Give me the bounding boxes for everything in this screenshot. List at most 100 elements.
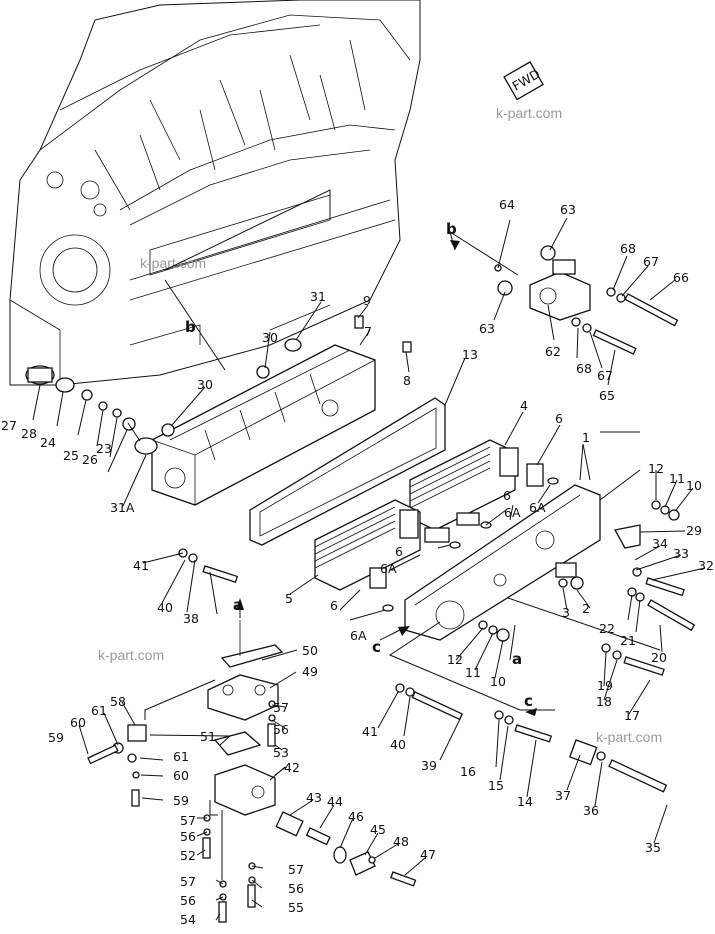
part-label: 51 xyxy=(200,729,216,744)
oil-cooler-element xyxy=(314,499,421,591)
thermostat-housing xyxy=(529,259,591,321)
part-label: 56 xyxy=(288,881,304,896)
part-label: 11 xyxy=(669,471,685,486)
part-label: 61 xyxy=(91,703,107,718)
part-label: 59 xyxy=(173,793,189,808)
part-label: 8 xyxy=(403,373,411,388)
part-label: 65 xyxy=(599,388,615,403)
callout-letter-b: b xyxy=(185,318,196,336)
callout-letter-b: b xyxy=(446,220,457,238)
part-label: 32 xyxy=(698,558,714,573)
part-label: 30 xyxy=(262,330,278,345)
bracket-plate xyxy=(220,620,284,668)
part-label: 64 xyxy=(499,197,515,212)
o-ring xyxy=(55,377,75,393)
watermark: k-part.com xyxy=(596,729,662,745)
part-label: 31A xyxy=(110,500,135,515)
part-label: 3 xyxy=(562,605,570,620)
callout-letter-c: c xyxy=(372,638,381,656)
part-label: 6 xyxy=(555,411,563,426)
part-label: 59 xyxy=(48,730,64,745)
part-label: 6 xyxy=(503,488,511,503)
part-label: 24 xyxy=(40,435,56,450)
part-label: 7 xyxy=(364,324,372,339)
part-label: 62 xyxy=(545,344,561,359)
part-label: 43 xyxy=(306,790,322,805)
part-label: 48 xyxy=(393,834,409,849)
part-label: 20 xyxy=(651,650,667,665)
part-label: 6 xyxy=(330,598,338,613)
bolt xyxy=(592,329,637,355)
part-label: 26 xyxy=(82,452,98,467)
arrow-marker xyxy=(236,598,244,610)
bolt xyxy=(514,724,553,743)
part-label: 33 xyxy=(673,546,689,561)
part-label: 66 xyxy=(673,270,689,285)
plug xyxy=(25,365,55,385)
reference-lines xyxy=(144,189,661,880)
part-label: 25 xyxy=(63,448,79,463)
bolt xyxy=(645,577,685,597)
part-label: 30 xyxy=(197,377,213,392)
part-label: 67 xyxy=(643,254,659,269)
part-label: 46 xyxy=(348,809,364,824)
part-label: 10 xyxy=(686,478,702,493)
part-label: 2 xyxy=(582,601,590,616)
bolt xyxy=(411,691,463,721)
part-label: 15 xyxy=(488,778,504,793)
part-label: 45 xyxy=(370,822,386,837)
part-label: 38 xyxy=(183,611,199,626)
part-label: 23 xyxy=(96,441,112,456)
part-label: 22 xyxy=(599,621,615,636)
part-label: 56 xyxy=(180,829,196,844)
part-label: 16 xyxy=(460,764,476,779)
bolt xyxy=(624,293,679,327)
o-ring xyxy=(284,338,302,352)
watermark: k-part.com xyxy=(140,255,206,271)
part-label: 47 xyxy=(420,847,436,862)
part-label: 27 xyxy=(1,418,17,433)
part-label: 63 xyxy=(479,321,495,336)
part-label: 53 xyxy=(273,745,289,760)
part-label: 63 xyxy=(560,202,576,217)
part-label: 40 xyxy=(390,737,406,752)
part-label: 60 xyxy=(70,715,86,730)
callout-letter-a: a xyxy=(512,650,522,668)
part-label: 57 xyxy=(180,813,196,828)
part-label: 1 xyxy=(582,430,590,445)
part-label: 6 xyxy=(395,544,403,559)
watermark: k-part.com xyxy=(496,105,562,121)
part-label: 6A xyxy=(504,505,521,520)
leader-lines xyxy=(32,217,706,921)
part-label: 55 xyxy=(288,900,304,915)
watermark: k-part.com xyxy=(98,647,164,663)
part-label: 12 xyxy=(447,652,463,667)
part-label: 57 xyxy=(273,700,289,715)
part-label: 57 xyxy=(180,874,196,889)
part-label: 56 xyxy=(273,722,289,737)
part-label: 41 xyxy=(133,558,149,573)
part-label: 4 xyxy=(520,398,528,413)
part-label: 35 xyxy=(645,840,661,855)
o-ring xyxy=(134,437,158,455)
part-label: 31 xyxy=(310,289,326,304)
part-label: 41 xyxy=(362,724,378,739)
part-label: 29 xyxy=(686,523,702,538)
part-label: 50 xyxy=(302,643,318,658)
part-label: 44 xyxy=(327,794,343,809)
part-label: 67 xyxy=(597,368,613,383)
part-label: 12 xyxy=(648,461,664,476)
part-label: 39 xyxy=(421,758,437,773)
spacer-plate xyxy=(213,731,262,756)
filter-head xyxy=(207,674,279,721)
bolt xyxy=(608,759,668,793)
part-number-labels: 1 2 3 4 5 6 6 6 6 6A 6A 6A 6A 7 8 9 10 1… xyxy=(1,197,714,927)
bolt xyxy=(623,656,665,676)
part-label: 42 xyxy=(284,760,300,775)
callout-letter-c: c xyxy=(524,692,533,710)
bolt xyxy=(647,599,696,632)
part-label: 18 xyxy=(596,694,612,709)
part-label: 56 xyxy=(180,893,196,908)
